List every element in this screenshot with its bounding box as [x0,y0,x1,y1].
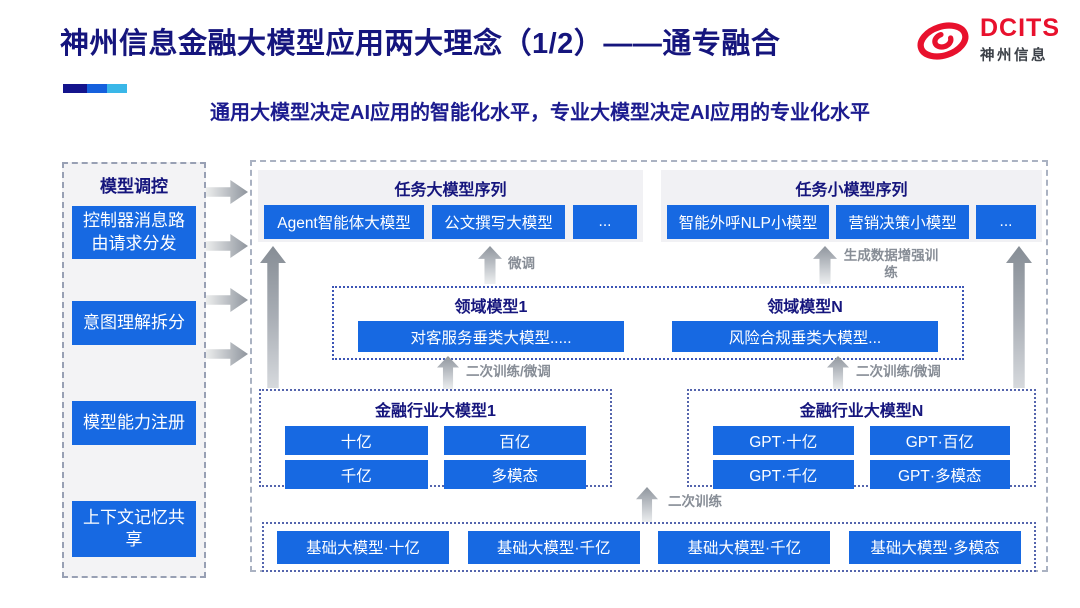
finetune-label: 微调 [508,256,535,271]
gen-data-training-label: 生成数据增强训练 [843,248,939,280]
model-node-document-writing: 公文撰写大模型 [432,205,565,239]
page-title: 神州信息金融大模型应用两大理念（1/2）——通专融合 [60,28,781,60]
industry-model-title: 金融行业大模型1 [375,403,496,420]
task-large-model-row: Agent智能体大模型 公文撰写大模型 ... [258,205,643,239]
brand-name: DCITS [980,14,1060,42]
model-node-base-100b: 基础大模型·千亿 [658,530,831,564]
model-node-gpt-multimodal: GPT·多模态 [869,460,1010,489]
brand-logo: DCITS 神州信息 [913,16,1060,65]
model-node-1b: 十亿 [285,426,428,455]
task-large-model-group: 任务大模型序列 Agent智能体大模型 公文撰写大模型 ... [258,170,643,242]
dispatch-arrow-right-icon [206,180,248,204]
title-accent-bar [63,84,127,93]
model-node-gpt-10b: GPT·百亿 [869,426,1010,455]
model-node-100b: 千亿 [285,460,428,489]
model-node-agent: Agent智能体大模型 [264,205,424,239]
dispatch-arrow-right-icon [206,234,248,258]
group-title: 任务大模型序列 [394,182,507,199]
dispatch-arrow-right-icon [206,342,248,366]
domain-model-title: 领域模型1 [454,299,528,316]
sidebar-item-capability-register: 模型能力注册 [72,401,196,445]
model-node-marketing-decision: 营销决策小模型 [836,205,969,239]
model-node-gpt-100b: GPT·千亿 [713,460,854,489]
task-small-model-row: 智能外呼NLP小模型 营销决策小模型 ... [661,205,1042,239]
sidebar-item-intent-split: 意图理解拆分 [72,301,196,345]
model-node-multimodal: 多模态 [443,460,586,489]
accent-segment-blue [87,84,107,93]
model-node-base-1b: 基础大模型·十亿 [277,530,449,564]
brand-name-cn: 神州信息 [980,48,1048,64]
model-node-risk-compliance: 风险合规垂类大模型... [671,321,939,352]
model-node-10b: 百亿 [443,426,586,455]
domain-model-title: 领域模型N [767,299,843,316]
dispatch-arrow-right-icon [206,288,248,312]
retrain-finetune-label: 二次训练/微调 [856,364,941,379]
model-node-customer-service: 对客服务垂类大模型..... [357,321,625,352]
dcits-swirl-icon [917,21,969,60]
model-node-outbound-nlp: 智能外呼NLP小模型 [667,205,829,239]
model-control-panel: 模型调控 控制器消息路由请求分发 意图理解拆分 模型能力注册 上下文记忆共享 [62,162,206,578]
retrain-label: 二次训练 [668,494,722,509]
industry-model-box-n: 金融行业大模型N GPT·十亿 GPT·百亿 GPT·千亿 GPT·多模态 [687,389,1036,489]
model-node-base-multimodal: 基础大模型·多模态 [848,530,1021,564]
domain-model-section-1: 领域模型1 对客服务垂类大模型..... [334,288,648,358]
accent-segment-navy [63,84,87,93]
task-small-model-group: 任务小模型序列 智能外呼NLP小模型 营销决策小模型 ... [661,170,1042,242]
retrain-finetune-label: 二次训练/微调 [466,364,551,379]
base-models-container: 基础大模型·十亿 基础大模型·千亿 基础大模型·千亿 基础大模型·多模态 [262,522,1036,572]
industry-model-box-1: 金融行业大模型1 十亿 百亿 千亿 多模态 [259,389,612,489]
model-node-more: ... [573,205,637,239]
group-title: 任务小模型序列 [795,182,908,199]
brand-text: DCITS 神州信息 [980,16,1060,65]
industry-model-grid: GPT·十亿 GPT·百亿 GPT·千亿 GPT·多模态 [689,421,1034,489]
sidebar-item-router-dispatch: 控制器消息路由请求分发 [72,206,196,259]
industry-model-grid: 十亿 百亿 千亿 多模态 [261,421,610,489]
model-node-gpt-1b: GPT·十亿 [713,426,854,455]
accent-segment-cyan [107,84,127,93]
domain-models-container: 领域模型1 对客服务垂类大模型..... 领域模型N 风险合规垂类大模型... [332,286,964,360]
model-node-more: ... [976,205,1036,239]
slide-subtitle: 通用大模型决定AI应用的智能化水平，专业大模型决定AI应用的专业化水平 [210,102,870,124]
domain-model-section-n: 领域模型N 风险合规垂类大模型... [648,288,962,358]
model-node-base-100b: 基础大模型·千亿 [467,530,640,564]
industry-model-title: 金融行业大模型N [799,403,924,420]
sidebar-title: 模型调控 [100,177,168,196]
sidebar-item-context-memory: 上下文记忆共享 [72,501,196,557]
